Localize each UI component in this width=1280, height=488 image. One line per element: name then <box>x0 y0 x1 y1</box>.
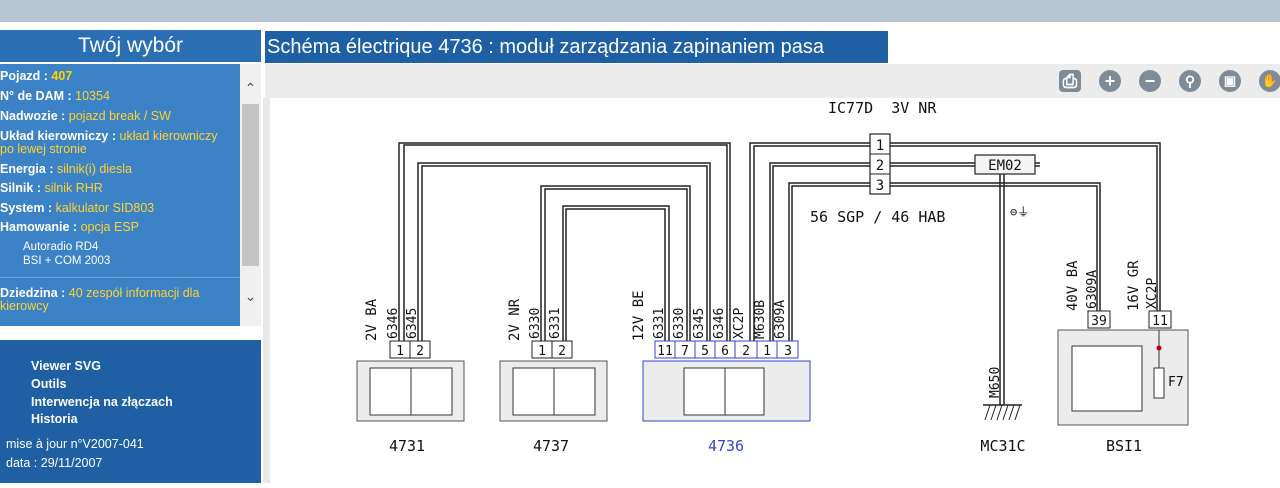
extra-line-2: BSI + COM 2003 <box>23 255 111 267</box>
extra-line-1: Autoradio RD4 <box>23 241 99 253</box>
svg-text:6: 6 <box>721 344 729 359</box>
svg-text:MC31C: MC31C <box>980 437 1025 455</box>
svg-text:XC2P: XC2P <box>1145 278 1160 309</box>
svg-text:6331: 6331 <box>652 308 667 339</box>
svg-text:11: 11 <box>657 344 673 359</box>
panel-gap <box>0 326 261 340</box>
menu-viewer-svg[interactable]: Viewer SVG <box>31 359 101 373</box>
info-scrollbar[interactable]: ⌃ ⌄ <box>240 64 261 326</box>
svg-text:6309A: 6309A <box>773 300 788 339</box>
svg-text:6346: 6346 <box>712 308 727 339</box>
zoom-in-icon[interactable]: + <box>1099 70 1121 92</box>
component-4737[interactable]: 2V NR 6330 6331 1 2 4737 <box>499 298 608 455</box>
svg-text:6345: 6345 <box>405 308 420 339</box>
info-divider <box>0 277 240 278</box>
svg-text:16V GR: 16V GR <box>1126 260 1142 311</box>
selection-panel-title: Twój wybór <box>0 30 261 62</box>
svg-text:BSI1: BSI1 <box>1106 437 1142 455</box>
viewer-toolbar: ⎙ + − ⚲ ▣ ✋ <box>265 64 1280 98</box>
svg-text:5: 5 <box>701 344 709 359</box>
menu-outils[interactable]: Outils <box>31 377 67 391</box>
svg-text:2V BA: 2V BA <box>364 298 380 341</box>
svg-text:XC2P: XC2P <box>732 308 747 339</box>
side-menu: Viewer SVG Outils Interwencja na złączac… <box>0 340 261 483</box>
field-uklad: Układ kierowniczy : układ kierowniczy po… <box>0 129 218 156</box>
update-date: data : 29/11/2007 <box>6 456 103 470</box>
svg-text:1: 1 <box>396 344 404 359</box>
conn-pin-1: 1 <box>876 138 884 154</box>
scroll-up-icon[interactable]: ⌃ <box>244 80 257 96</box>
svg-text:F7: F7 <box>1168 375 1184 390</box>
conn-pin-3: 3 <box>876 178 884 194</box>
connector-ic77d: 1 2 3 <box>869 133 891 195</box>
scroll-thumb[interactable] <box>242 104 259 266</box>
svg-text:11: 11 <box>1152 314 1168 329</box>
component-4731[interactable]: 2V BA 6346 6345 1 2 4731 <box>356 298 465 455</box>
branch-label: 56 SGP / 46 HAB <box>810 208 945 226</box>
svg-text:12V BE: 12V BE <box>631 290 647 341</box>
ground-symbol: ⊖⏚ <box>1010 205 1029 219</box>
field-hamowanie: Hamowanie : opcja ESP <box>0 220 139 234</box>
vehicle-info-panel: Pojazd : 407 N° de DAM : 10354 Nadwozie … <box>0 64 261 326</box>
svg-text:1: 1 <box>763 344 771 359</box>
update-version: mise à jour n°V2007-041 <box>6 437 144 451</box>
viewer-left-border <box>263 98 270 483</box>
page-title: Schéma électrique 4736 : moduł zarządzan… <box>265 31 888 63</box>
top-connector-label: IC77D 3V NR <box>828 99 937 117</box>
em02-box <box>974 154 1036 175</box>
scroll-down-icon[interactable]: ⌄ <box>244 288 257 304</box>
svg-text:2: 2 <box>416 344 424 359</box>
field-system: System : kalkulator SID803 <box>0 201 155 215</box>
svg-text:2V NR: 2V NR <box>507 298 523 341</box>
fit-icon[interactable]: ▣ <box>1219 70 1241 92</box>
svg-text:6330: 6330 <box>672 308 687 339</box>
top-bar <box>0 0 1280 22</box>
field-silnik: Silnik : silnik RHR <box>0 181 103 195</box>
svg-text:6330: 6330 <box>528 308 543 339</box>
zoom-out-icon[interactable]: − <box>1139 70 1161 92</box>
component-mc31c[interactable]: M650 MC31C <box>980 367 1025 455</box>
svg-text:4731: 4731 <box>389 437 425 455</box>
svg-text:M650: M650 <box>988 367 1003 398</box>
svg-text:1: 1 <box>538 344 546 359</box>
wiring-diagram[interactable]: 1 2 3 IC77D 3V NR 56 SGP / 46 HAB EM02 ⊖… <box>270 98 1280 483</box>
component-bsi1[interactable]: 40V BA 6309A 16V GR XC2P 39 11 F7 BSI1 <box>1057 260 1189 455</box>
field-dam: N° de DAM : 10354 <box>0 89 110 103</box>
menu-interwencja[interactable]: Interwencja na złączach <box>31 395 173 409</box>
svg-text:6345: 6345 <box>692 308 707 339</box>
print-icon[interactable]: ⎙ <box>1059 70 1081 92</box>
svg-text:4736: 4736 <box>708 437 744 455</box>
pan-hand-icon[interactable]: ✋ <box>1259 70 1280 92</box>
field-pojazd: Pojazd : 407 <box>0 69 73 83</box>
field-dziedzina: Dziedzina : 40 zespół informacji dla kie… <box>0 286 200 313</box>
em02-label: EM02 <box>988 158 1022 174</box>
component-4736[interactable]: 12V BE 6331 6330 6345 6346 XC2P M630B 63… <box>631 290 811 455</box>
svg-text:4737: 4737 <box>533 437 569 455</box>
svg-text:M630B: M630B <box>753 300 768 339</box>
field-nadwozie: Nadwozie : pojazd break / SW <box>0 109 171 123</box>
svg-text:6346: 6346 <box>386 308 401 339</box>
field-energia: Energia : silnik(i) diesla <box>0 162 133 176</box>
svg-text:7: 7 <box>681 344 689 359</box>
diagram-viewer[interactable]: 1 2 3 IC77D 3V NR 56 SGP / 46 HAB EM02 ⊖… <box>270 98 1280 483</box>
svg-text:3: 3 <box>784 344 792 359</box>
svg-text:2: 2 <box>742 344 750 359</box>
svg-text:6309A: 6309A <box>1085 270 1100 309</box>
conn-pin-2: 2 <box>876 158 884 174</box>
svg-text:2: 2 <box>558 344 566 359</box>
svg-text:40V BA: 40V BA <box>1065 260 1081 311</box>
page-title-text: Schéma électrique 4736 : moduł zarządzan… <box>267 36 825 58</box>
wires <box>398 142 1161 405</box>
magnifier-icon[interactable]: ⚲ <box>1179 70 1201 92</box>
svg-text:39: 39 <box>1091 314 1107 329</box>
svg-text:6331: 6331 <box>548 308 563 339</box>
menu-historia[interactable]: Historia <box>31 412 78 426</box>
